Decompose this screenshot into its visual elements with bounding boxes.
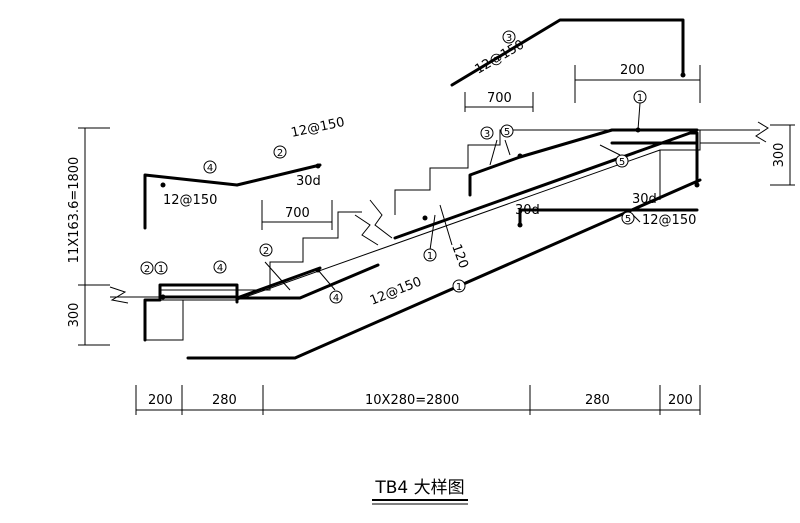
title-text: TB4 大样图 <box>374 478 464 498</box>
rebar-1-main <box>186 178 702 360</box>
label-r3-spacing: 12@150 <box>473 37 528 77</box>
rebar-3-top <box>450 18 685 87</box>
dim-bottom-200-left: 200 <box>148 393 173 408</box>
dim-top-200: 200 <box>620 63 645 78</box>
rebar-1-slab <box>393 131 699 240</box>
label-r5-spacing: 12@150 <box>642 213 696 228</box>
label-anchor-upper: 30d <box>296 174 321 189</box>
dim-left-1800: 11X163.6=1800 <box>67 157 82 264</box>
dimension-texts: 200 280 10X280=2800 280 200 11X163.6=180… <box>67 63 787 408</box>
mark-1-bottom: 1 <box>456 282 462 293</box>
dim-bottom-280-right: 280 <box>585 393 610 408</box>
mark-2-upper: 2 <box>277 148 283 159</box>
mark-2-left: 2 <box>144 264 150 275</box>
dim-top-700: 700 <box>487 91 512 106</box>
rebar-5-lower <box>518 208 699 227</box>
mark-3-mid: 3 <box>484 129 490 140</box>
label-anchor-lower: 30d <box>515 203 540 218</box>
label-anchor-right: 30d <box>632 192 657 207</box>
dim-bottom-200-right: 200 <box>668 393 693 408</box>
dim-left-300: 300 <box>67 303 82 328</box>
mark-1-left: 1 <box>158 264 164 275</box>
dim-right-300: 300 <box>772 143 787 168</box>
dimension-lines <box>78 65 795 415</box>
mark-1-top: 1 <box>637 93 643 104</box>
rebars <box>143 18 702 360</box>
mark-1-mid: 1 <box>427 251 433 262</box>
rebar-2-upper <box>235 163 322 187</box>
label-slab-thickness: 120 <box>448 242 471 270</box>
rebar-1-top-layer <box>158 263 380 300</box>
mark-5-mid: 5 <box>504 127 510 138</box>
mark-2-lower: 2 <box>263 246 269 257</box>
drawing-title: TB4 大样图 <box>372 478 468 505</box>
rebar-2-diagonal <box>235 266 322 300</box>
dim-bottom-280-left: 280 <box>212 393 237 408</box>
dim-bottom-2800: 10X280=2800 <box>365 393 459 408</box>
mark-5-lower: 5 <box>625 214 631 225</box>
label-r2-spacing: 12@150 <box>290 115 346 141</box>
rebar-3-landing <box>468 128 699 197</box>
mark-4-lower: 4 <box>217 263 223 274</box>
rebar-4-upper <box>143 173 239 230</box>
rebar-section-dots <box>160 72 700 300</box>
rebar-2-lower <box>143 295 239 342</box>
rebar-marks: 3 1 3 5 5 5 2 4 1 2 4 2 1 4 1 <box>140 30 647 304</box>
mark-3-top: 3 <box>506 33 512 44</box>
mark-5-right: 5 <box>619 157 625 168</box>
mark-4-upper: 4 <box>207 163 213 174</box>
mark-4-diag: 4 <box>333 293 339 304</box>
label-r4-spacing: 12@150 <box>163 193 217 208</box>
dim-mid-700: 700 <box>285 206 310 221</box>
